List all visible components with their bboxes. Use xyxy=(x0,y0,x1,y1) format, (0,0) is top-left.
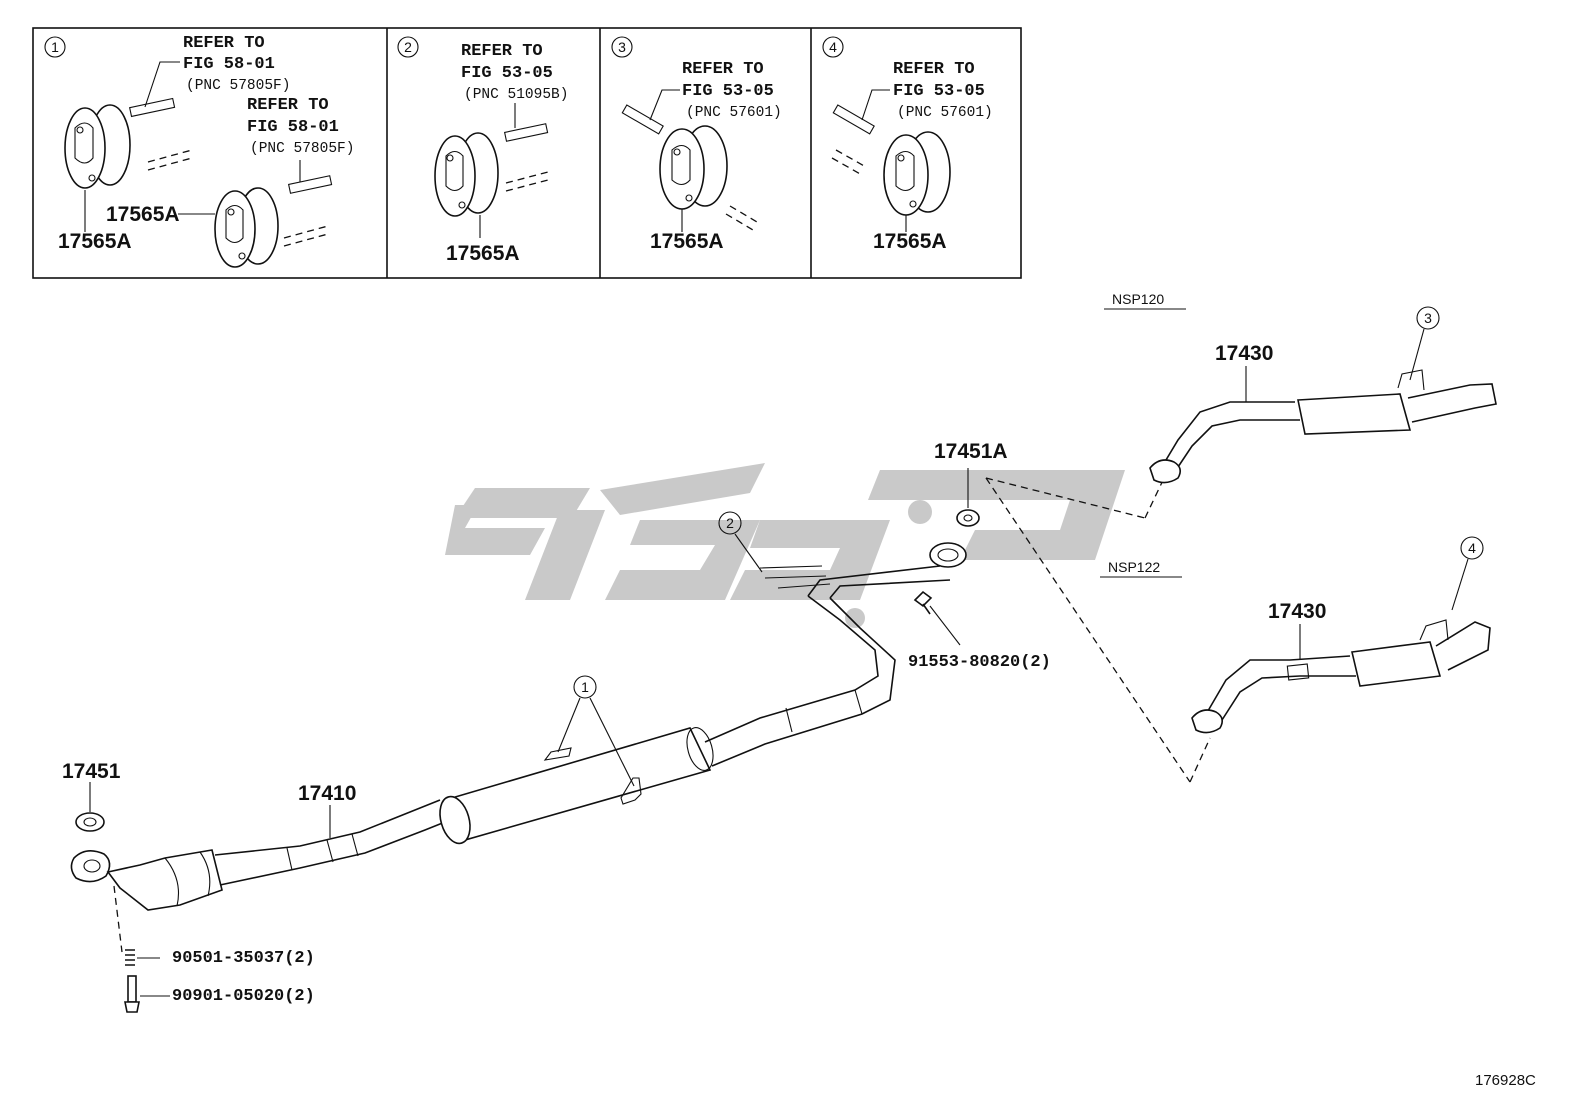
detail-marker-4: 4 xyxy=(829,39,837,55)
ref-text: REFER TO xyxy=(682,60,764,79)
ref-pnc: (PNC 57601) xyxy=(686,105,782,121)
detail-panel xyxy=(32,27,1022,279)
part-number-17565A: 17565A xyxy=(106,203,180,226)
part-number-90501-35037: 90501-35037(2) xyxy=(172,949,315,968)
detail-marker-3: 3 xyxy=(618,39,626,55)
insulator-icon xyxy=(659,125,728,210)
detail-marker-1: 1 xyxy=(51,39,59,55)
gasket-icon xyxy=(75,812,105,832)
tail-pipe-upper-assembly xyxy=(1149,366,1497,484)
detail-box-3: 3 REFER TO FIG 53-05 (PNC 57601) 17565A xyxy=(611,36,782,253)
part-number-17565A: 17565A xyxy=(446,242,520,265)
detail-marker-2: 2 xyxy=(404,39,412,55)
bolt-icon xyxy=(913,590,933,615)
ref-pnc: (PNC 51095B) xyxy=(464,87,568,103)
diagram-id: 176928C xyxy=(1475,1072,1536,1089)
callout-2: 2 xyxy=(718,511,763,573)
part-number-17565A: 17565A xyxy=(873,230,947,253)
svg-text:3: 3 xyxy=(1424,310,1432,326)
part-number-17565A: 17565A xyxy=(650,230,724,253)
ref-text: FIG 58-01 xyxy=(183,55,275,74)
muffler-icon xyxy=(1297,393,1412,435)
ref-text: REFER TO xyxy=(183,34,265,53)
ref-text: REFER TO xyxy=(461,42,543,61)
part-number-17430-upper: 17430 xyxy=(1215,342,1273,365)
ref-pnc: (PNC 57805F) xyxy=(186,78,290,94)
insulator-icon xyxy=(214,187,279,268)
tail-pipe-lower-assembly xyxy=(1191,619,1491,734)
ref-pnc: (PNC 57805F) xyxy=(250,141,354,157)
detail-box-2: 2 REFER TO FIG 53-05 (PNC 51095B) 17565A xyxy=(397,36,568,265)
ref-pnc: (PNC 57601) xyxy=(897,105,993,121)
model-label-upper: NSP120 xyxy=(1112,291,1164,307)
part-number-17430-lower: 17430 xyxy=(1268,600,1326,623)
insulator-icon xyxy=(883,131,951,216)
front-exhaust-pipe-assembly xyxy=(70,542,967,911)
detail-box-4: 4 REFER TO FIG 53-05 (PNC 57601) 17565A xyxy=(822,36,993,253)
gasket-icon xyxy=(956,509,980,527)
svg-text:2: 2 xyxy=(726,515,734,531)
part-number-91553-80820: 91553-80820(2) xyxy=(908,653,1051,672)
ref-text: FIG 53-05 xyxy=(682,82,774,101)
spring-icon xyxy=(125,949,135,966)
insulator-icon xyxy=(434,132,499,217)
model-label-lower: NSP122 xyxy=(1108,559,1160,575)
callout-3: 3 xyxy=(1409,306,1440,381)
ref-text: FIG 53-05 xyxy=(893,82,985,101)
flange-icon xyxy=(70,850,111,883)
callout-1: 1 xyxy=(557,675,635,787)
svg-text:1: 1 xyxy=(581,679,589,695)
svg-text:4: 4 xyxy=(1468,540,1476,556)
detail-box-1: 1 REFER TO FIG 58-01 (PNC 57805F) REFER … xyxy=(44,34,354,268)
part-number-17565A: 17565A xyxy=(58,230,132,253)
ref-text: FIG 53-05 xyxy=(461,64,553,83)
part-number-17451A: 17451A xyxy=(934,440,1008,463)
part-number-90901-05020: 90901-05020(2) xyxy=(172,987,315,1006)
ref-text: REFER TO xyxy=(893,60,975,79)
watermark-logo xyxy=(445,463,1125,628)
callout-4: 4 xyxy=(1451,536,1484,611)
catalytic-converter-icon xyxy=(106,849,223,911)
muffler-icon xyxy=(443,727,712,841)
ref-text: REFER TO xyxy=(247,96,329,115)
part-number-17451: 17451 xyxy=(62,760,121,783)
part-number-17410: 17410 xyxy=(298,782,356,805)
muffler-icon xyxy=(1351,641,1442,687)
ref-text: FIG 58-01 xyxy=(247,118,339,137)
insulator-icon xyxy=(64,104,131,189)
bolt-icon xyxy=(124,975,140,1013)
